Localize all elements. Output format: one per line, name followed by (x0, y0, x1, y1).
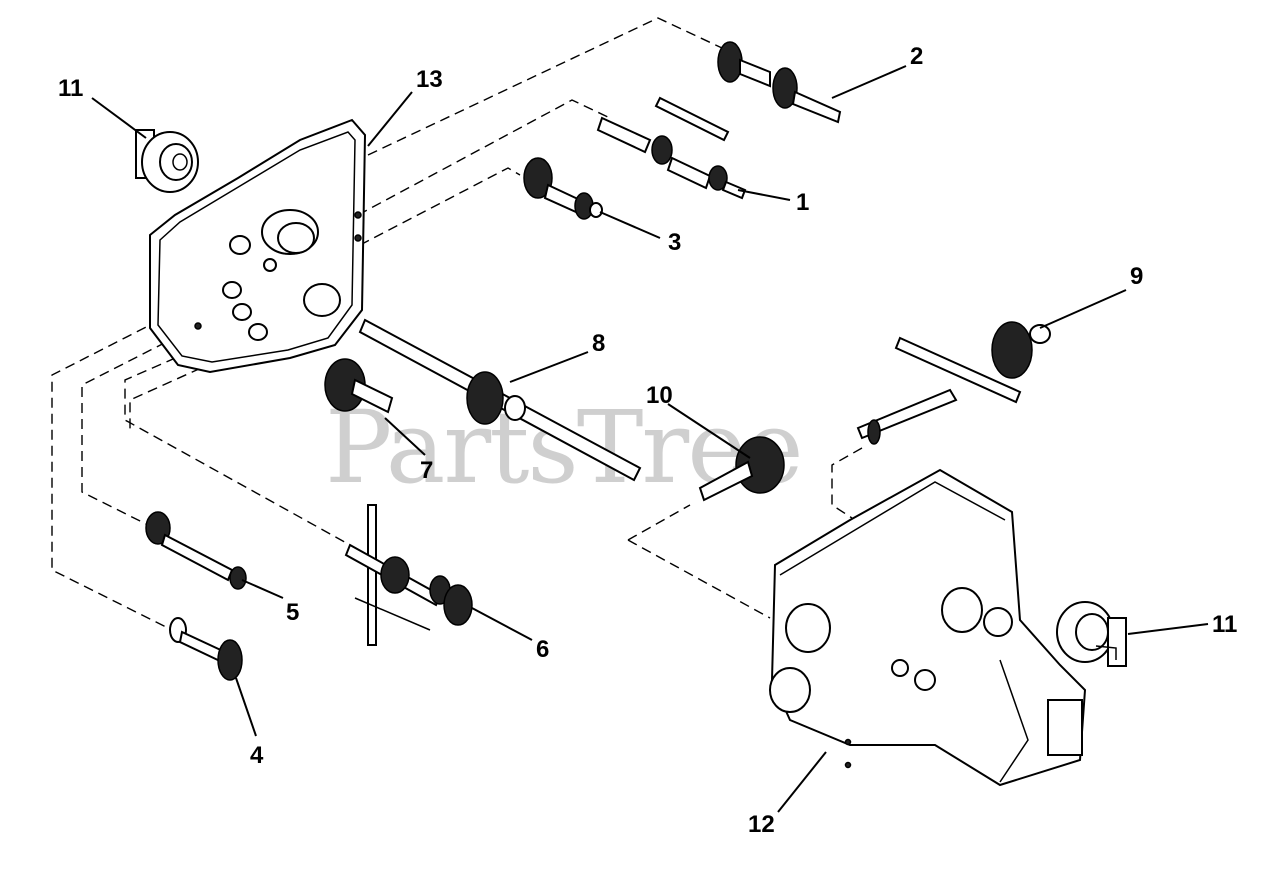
callout-10: 10 (646, 382, 673, 409)
assembly-guide-lines (51, 17, 863, 629)
callout-13: 13 (416, 66, 443, 93)
callout-3: 3 (668, 229, 681, 256)
part-11-seal-right (1056, 601, 1127, 667)
part-9-shaft (856, 321, 1051, 445)
callout-labels: 11 13 2 1 3 9 8 10 7 5 6 4 11 12 (58, 43, 1237, 838)
part-13-case-cover (149, 118, 367, 374)
part-5-shaft (145, 511, 247, 590)
callout-7: 7 (420, 457, 433, 484)
callout-6: 6 (536, 636, 549, 663)
part-10-gear (698, 436, 785, 502)
part-4-shaft (169, 617, 243, 681)
callout-2: 2 (910, 43, 923, 70)
part-3-shaft (523, 157, 603, 220)
part-6-shift-assembly (344, 504, 473, 646)
part-8-shaft-gear (358, 318, 642, 482)
callout-11-right: 11 (1212, 611, 1237, 638)
leader-lines (91, 65, 1209, 813)
callout-5: 5 (286, 599, 299, 626)
part-2-shaft (717, 41, 842, 124)
callout-9: 9 (1130, 263, 1143, 290)
callout-11-left: 11 (58, 75, 83, 102)
part-12-housing (769, 468, 1087, 787)
callout-12: 12 (748, 811, 775, 838)
part-1-shift-assembly (596, 96, 747, 200)
callout-8: 8 (592, 330, 605, 357)
part-11-seal-left (135, 129, 199, 193)
part-7-gear (324, 358, 394, 414)
callout-1: 1 (796, 189, 809, 216)
callout-4: 4 (250, 742, 264, 769)
watermark: PartsTree (325, 389, 802, 506)
